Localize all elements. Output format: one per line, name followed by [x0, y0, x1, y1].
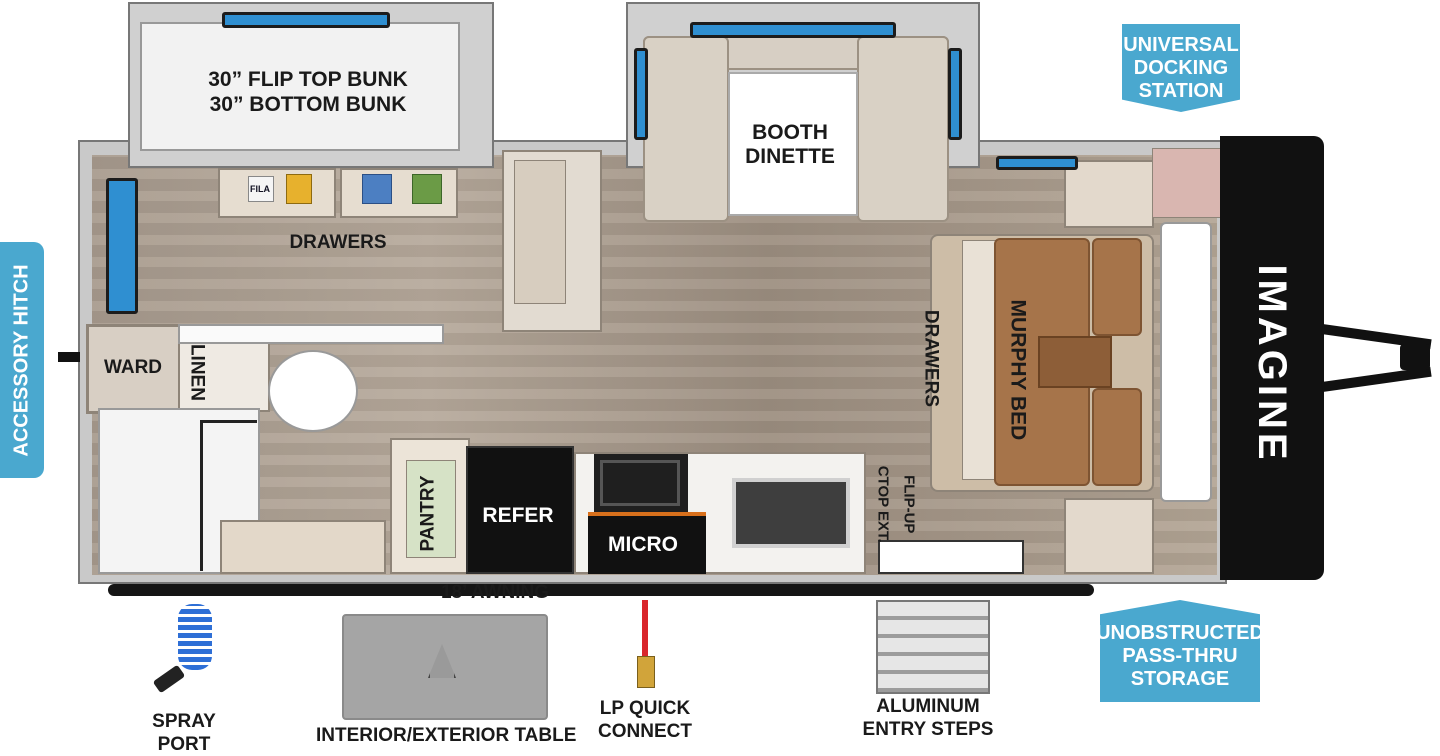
accessory-hitch-callout: ACCESSORY HITCH	[0, 242, 44, 478]
sink	[732, 478, 850, 548]
refer-label: REFER	[482, 504, 554, 527]
sofa-console	[1038, 336, 1112, 388]
booth-label-1: BOOTH	[752, 121, 828, 144]
rear-window	[106, 178, 138, 314]
drawers-label-top: DRAWERS	[289, 232, 387, 253]
lp-fitting	[637, 656, 655, 688]
spray-label-1: SPRAY	[152, 711, 216, 732]
toilet	[268, 350, 358, 432]
refrigerator	[466, 446, 574, 574]
coupler	[1400, 344, 1430, 370]
bunks-label-2: 30” BOTTOM BUNK	[209, 93, 407, 116]
bath-counter	[178, 324, 444, 344]
brand-logo: IMAGINE	[1250, 264, 1294, 464]
pantry-label: PANTRY	[417, 475, 439, 552]
front-cabinet-bottom	[1064, 498, 1154, 574]
dinette-window-right	[948, 48, 962, 140]
booth-label-2: DINETTE	[745, 145, 835, 168]
front-cabinet-top	[1064, 160, 1154, 228]
fila-label: FILA	[250, 184, 270, 194]
dinette-window-top	[690, 22, 896, 38]
dinette-window-left	[634, 48, 648, 140]
steps-label-1: ALUMINUM	[876, 696, 980, 717]
spray-label-2: PORT	[157, 734, 211, 755]
steps-label-2: ENTRY STEPS	[862, 719, 994, 740]
awning-bar	[108, 584, 1094, 596]
awning-label: 18’ AWNING	[440, 582, 550, 603]
bunk-window	[222, 12, 390, 28]
docking-line-2: DOCKING	[1133, 56, 1229, 79]
shirt-icon-4	[412, 174, 442, 204]
docking-line-1: UNIVERSAL	[1123, 33, 1239, 56]
lp-label-2: CONNECT	[598, 721, 692, 742]
bunk-mattress	[140, 22, 460, 151]
storage-line-1: UNOBSTRUCTED	[1096, 621, 1264, 644]
front-cap	[1220, 136, 1324, 580]
front-window	[996, 156, 1078, 170]
rear-hitch	[58, 352, 80, 362]
drawer-unit-left	[218, 168, 336, 218]
hitch-text: ACCESSORY HITCH	[10, 263, 33, 457]
cabinet-shelf	[514, 160, 566, 304]
linen-label: LINEN	[186, 343, 208, 401]
flipup-label-2: CTOP EXT.	[874, 465, 892, 543]
bunks-label-1: 30” FLIP TOP BUNK	[208, 68, 408, 91]
storage-callout: UNOBSTRUCTED PASS-THRU STORAGE	[1100, 600, 1260, 702]
microwave	[588, 512, 706, 574]
pass-thru-top	[1152, 148, 1222, 218]
storage-line-2: PASS-THRU	[1122, 644, 1238, 667]
shirt-icon-1	[248, 176, 274, 202]
tongue-frame-bottom	[1321, 366, 1432, 392]
docking-line-3: STATION	[1138, 79, 1224, 102]
dinette-table	[728, 72, 858, 216]
sofa-seat-bottom	[1092, 388, 1142, 486]
vanity	[220, 520, 386, 574]
sofa-seat-top	[1092, 238, 1142, 336]
spray-nozzle	[152, 664, 186, 694]
docking-station-callout: UNIVERSAL DOCKING STATION	[1122, 24, 1240, 112]
pantry-shelves	[406, 460, 456, 558]
entry-steps	[876, 600, 990, 694]
ward-label: WARD	[103, 357, 163, 378]
entry-mat	[878, 540, 1024, 574]
shower-door	[200, 420, 257, 571]
flipup-label-1: FLIP-UP	[900, 475, 918, 534]
side-drawers	[962, 240, 996, 480]
cooktop	[594, 454, 688, 512]
dinette-seat-right	[857, 36, 949, 222]
dinette-seat-left	[643, 36, 729, 222]
table-label: INTERIOR/EXTERIOR TABLE	[316, 725, 577, 746]
cooktop-grate	[600, 460, 680, 506]
lp-label-1: LP QUICK	[599, 698, 691, 719]
micro-label: MICRO	[608, 533, 678, 556]
murphy-mattress	[1160, 222, 1212, 502]
shirt-icon-3	[362, 174, 392, 204]
storage-line-3: STORAGE	[1130, 667, 1230, 690]
shirt-icon-2	[286, 174, 312, 204]
lp-hose	[642, 600, 648, 660]
drawers-label-side: DRAWERS	[920, 309, 942, 408]
murphy-bed-label: MURPHY BED	[1006, 299, 1030, 441]
spray-hose	[178, 604, 212, 670]
